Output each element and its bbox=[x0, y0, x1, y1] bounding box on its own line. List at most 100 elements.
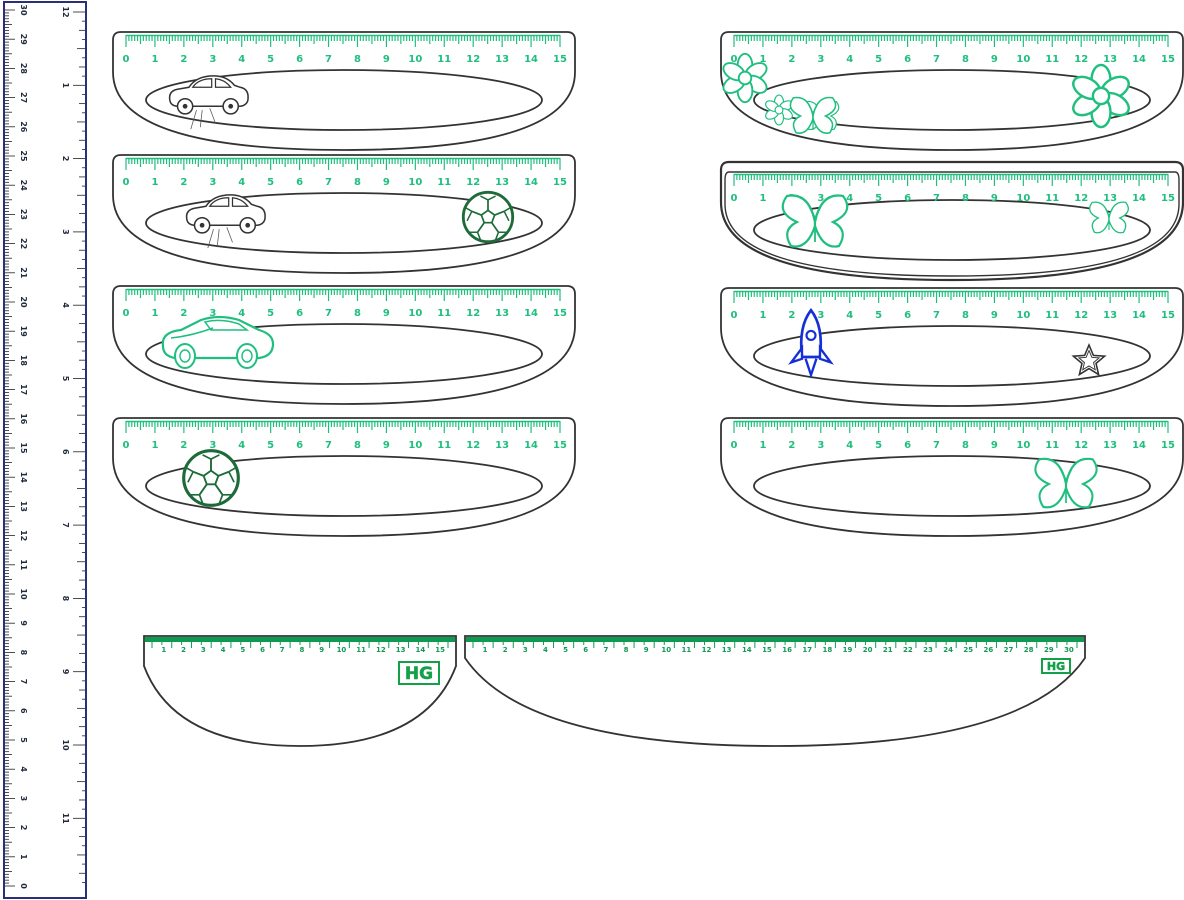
ruler-number: 10 bbox=[1016, 310, 1030, 321]
ruler-number: 13 bbox=[1103, 193, 1117, 204]
ruler-number: 5 bbox=[875, 193, 882, 204]
ruler-number: 3 bbox=[817, 193, 824, 204]
ruler-number: 11 bbox=[437, 440, 451, 451]
vruler-cm-label: 5 bbox=[19, 737, 28, 743]
ruler-number: 3 bbox=[209, 308, 216, 319]
ruler-number: 4 bbox=[238, 308, 245, 319]
ruler-number: 4 bbox=[238, 177, 245, 188]
ruler-number: 10 bbox=[408, 177, 422, 188]
protractor-number: 30 bbox=[1064, 646, 1074, 654]
vruler-inch-label: 1 bbox=[61, 83, 70, 89]
vruler-cm-label: 19 bbox=[19, 326, 28, 338]
vertical-ruler-frame bbox=[3, 1, 87, 899]
hg-logo: HG bbox=[405, 664, 433, 684]
ruler-number: 4 bbox=[238, 54, 245, 65]
ruler-number: 13 bbox=[495, 177, 509, 188]
protractor-number: 22 bbox=[903, 646, 913, 654]
vruler-cm-label: 22 bbox=[19, 238, 28, 249]
ruler-number: 8 bbox=[962, 440, 969, 451]
ruler-number: 14 bbox=[524, 308, 538, 319]
ruler-number: 0 bbox=[123, 54, 130, 65]
ruler-number: 9 bbox=[991, 440, 998, 451]
vruler-inch-label: 9 bbox=[61, 669, 70, 675]
protractor-number: 26 bbox=[984, 646, 994, 654]
ruler-number: 14 bbox=[524, 54, 538, 65]
vertical-ruler: 3029282726252423222120191817161514131211… bbox=[3, 1, 87, 899]
ruler-number: 13 bbox=[1103, 310, 1117, 321]
ruler-number: 12 bbox=[1074, 54, 1088, 65]
ruler-number: 6 bbox=[904, 193, 911, 204]
ruler-number: 8 bbox=[962, 310, 969, 321]
protractor-number: 21 bbox=[883, 646, 893, 654]
ruler-number: 2 bbox=[788, 310, 795, 321]
protractor-number: 16 bbox=[782, 646, 792, 654]
protractor-number: 14 bbox=[415, 646, 425, 654]
ruler-number: 13 bbox=[495, 308, 509, 319]
vruler-cm-label: 24 bbox=[19, 180, 28, 192]
ruler-number: 6 bbox=[296, 308, 303, 319]
ruler-number: 5 bbox=[875, 440, 882, 451]
ruler-number: 14 bbox=[524, 440, 538, 451]
hg-logo-frame bbox=[398, 661, 440, 685]
ruler-number: 4 bbox=[238, 440, 245, 451]
ruler-number: 10 bbox=[1016, 440, 1030, 451]
protractor-number: 8 bbox=[624, 646, 629, 654]
ruler-number: 3 bbox=[209, 54, 216, 65]
ruler-number: 15 bbox=[1161, 310, 1175, 321]
protractor-number: 18 bbox=[822, 646, 832, 654]
ruler-number: 13 bbox=[1103, 54, 1117, 65]
vruler-inch-label: 7 bbox=[61, 522, 70, 528]
vruler-cm-label: 7 bbox=[19, 679, 28, 685]
ruler-number: 12 bbox=[466, 54, 480, 65]
protractor-number: 15 bbox=[435, 646, 445, 654]
ruler-number: 1 bbox=[151, 54, 158, 65]
ruler-number: 5 bbox=[267, 54, 274, 65]
ruler-number: 2 bbox=[180, 308, 187, 319]
protractor-number: 15 bbox=[762, 646, 772, 654]
protractor-edge-band bbox=[466, 637, 1084, 642]
vruler-cm-label: 25 bbox=[19, 150, 28, 162]
vruler-cm-label: 16 bbox=[19, 413, 28, 425]
ruler-number: 9 bbox=[383, 177, 390, 188]
vruler-inch-label: 2 bbox=[61, 156, 70, 162]
ruler-number: 7 bbox=[933, 310, 940, 321]
protractor-number: 17 bbox=[802, 646, 812, 654]
ruler-number: 14 bbox=[1132, 440, 1146, 451]
protractor-number: 2 bbox=[503, 646, 508, 654]
ruler-number: 2 bbox=[180, 440, 187, 451]
ruler-number: 2 bbox=[180, 177, 187, 188]
ruler-number: 11 bbox=[1045, 310, 1059, 321]
soccer-ball-icon bbox=[461, 190, 515, 244]
vruler-cm-label: 20 bbox=[19, 296, 28, 308]
ruler-number: 9 bbox=[383, 308, 390, 319]
vruler-inch-label: 3 bbox=[61, 229, 70, 235]
ruler-number: 0 bbox=[731, 440, 738, 451]
ruler-number: 13 bbox=[495, 440, 509, 451]
ruler-number: 10 bbox=[408, 308, 422, 319]
protractor-number: 8 bbox=[300, 646, 305, 654]
protractor-number: 11 bbox=[682, 646, 692, 654]
ruler-number: 4 bbox=[846, 310, 853, 321]
ruler-number: 2 bbox=[788, 54, 795, 65]
ruler-number: 9 bbox=[991, 54, 998, 65]
vruler-cm-label: 0 bbox=[19, 883, 28, 889]
vruler-inch-label: 12 bbox=[61, 6, 70, 17]
ruler-number: 0 bbox=[731, 310, 738, 321]
ruler-number: 12 bbox=[466, 177, 480, 188]
protractor-number: 13 bbox=[722, 646, 732, 654]
hg-logo: HG bbox=[1047, 660, 1065, 673]
vruler-inch-label: 11 bbox=[61, 813, 70, 825]
ruler-number: 3 bbox=[209, 177, 216, 188]
ruler-number: 10 bbox=[1016, 54, 1030, 65]
vruler-cm-label: 12 bbox=[19, 530, 28, 541]
ruler-number: 7 bbox=[933, 440, 940, 451]
vruler-cm-label: 28 bbox=[19, 63, 28, 75]
ruler-number: 10 bbox=[1016, 193, 1030, 204]
protractor-number: 9 bbox=[319, 646, 324, 654]
ruler-number: 3 bbox=[817, 440, 824, 451]
ruler-number: 0 bbox=[123, 308, 130, 319]
